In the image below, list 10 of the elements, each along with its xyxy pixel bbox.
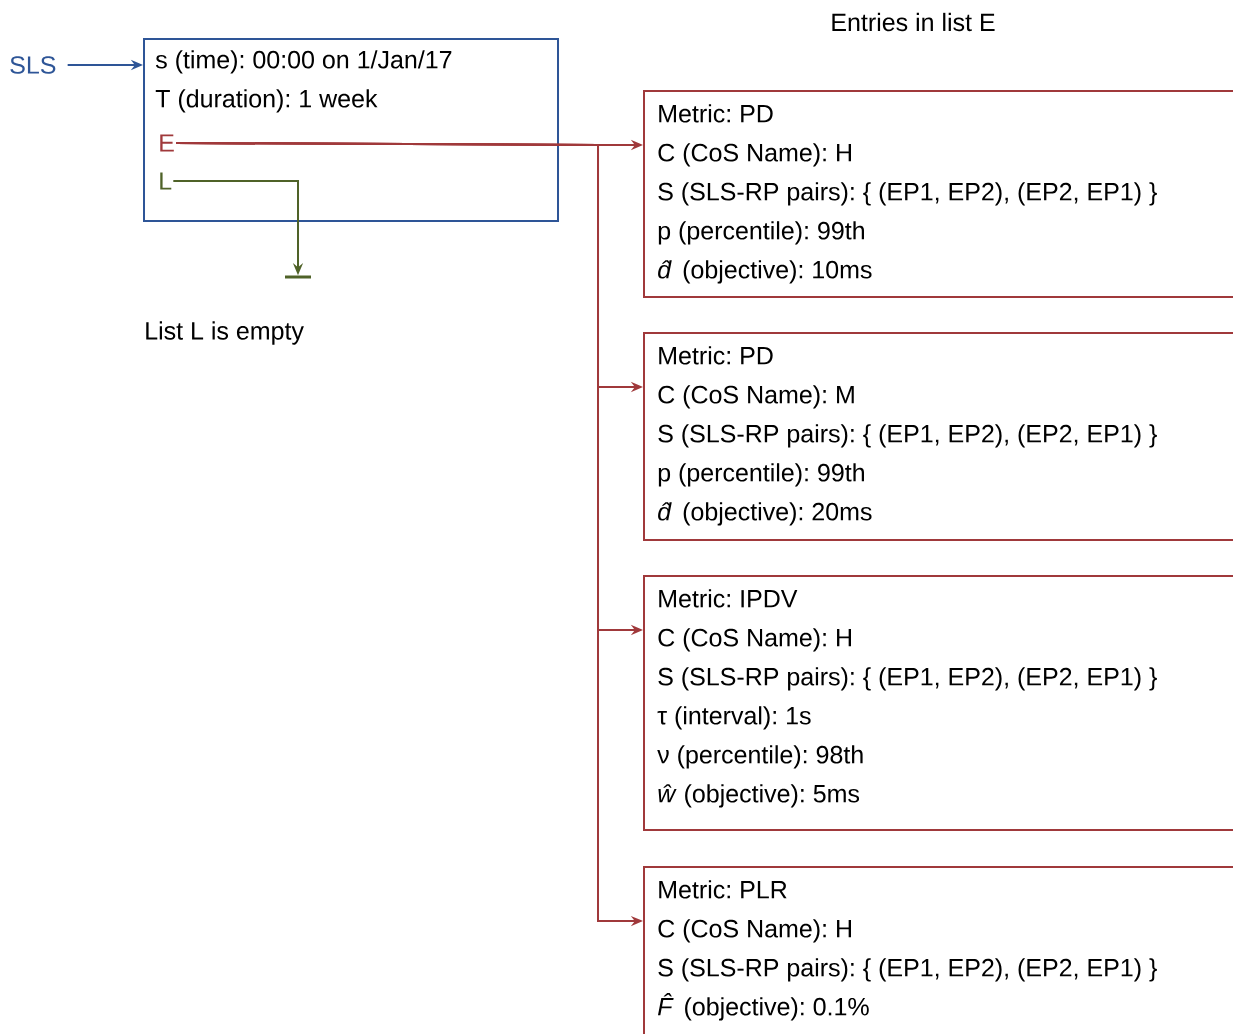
terminator-bar	[285, 275, 311, 279]
entry-box: Metric: PLR C (CoS Name): H S (SLS-RP pairs): { (EP1, EP2), (EP2, EP1) } F̂ (objective): 0.1%	[643, 866, 1233, 1034]
entry-box: Metric: IPDV C (CoS Name): H S (SLS-RP pairs): { (EP1, EP2), (EP2, EP1) } τ (interval): 1s ν (percentile): 98th ŵ (objective): 5ms	[643, 575, 1233, 831]
entry-box: Metric: PD C (CoS Name): M S (SLS-RP pairs): { (EP1, EP2), (EP2, EP1) } p (percentile): 99th d̂ (objective): 20ms	[643, 332, 1233, 541]
heading: Entries in list E	[832, 12, 995, 32]
text-label: SLS	[10, 56, 56, 74]
list-label: L	[160, 172, 172, 190]
note-text: List L is empty	[146, 321, 304, 345]
list-label: E	[160, 134, 174, 152]
entry-box: Metric: PD C (CoS Name): H S (SLS-RP pairs): { (EP1, EP2), (EP2, EP1) } p (percentile): 99th d̂ (objective): 10ms	[643, 90, 1233, 298]
